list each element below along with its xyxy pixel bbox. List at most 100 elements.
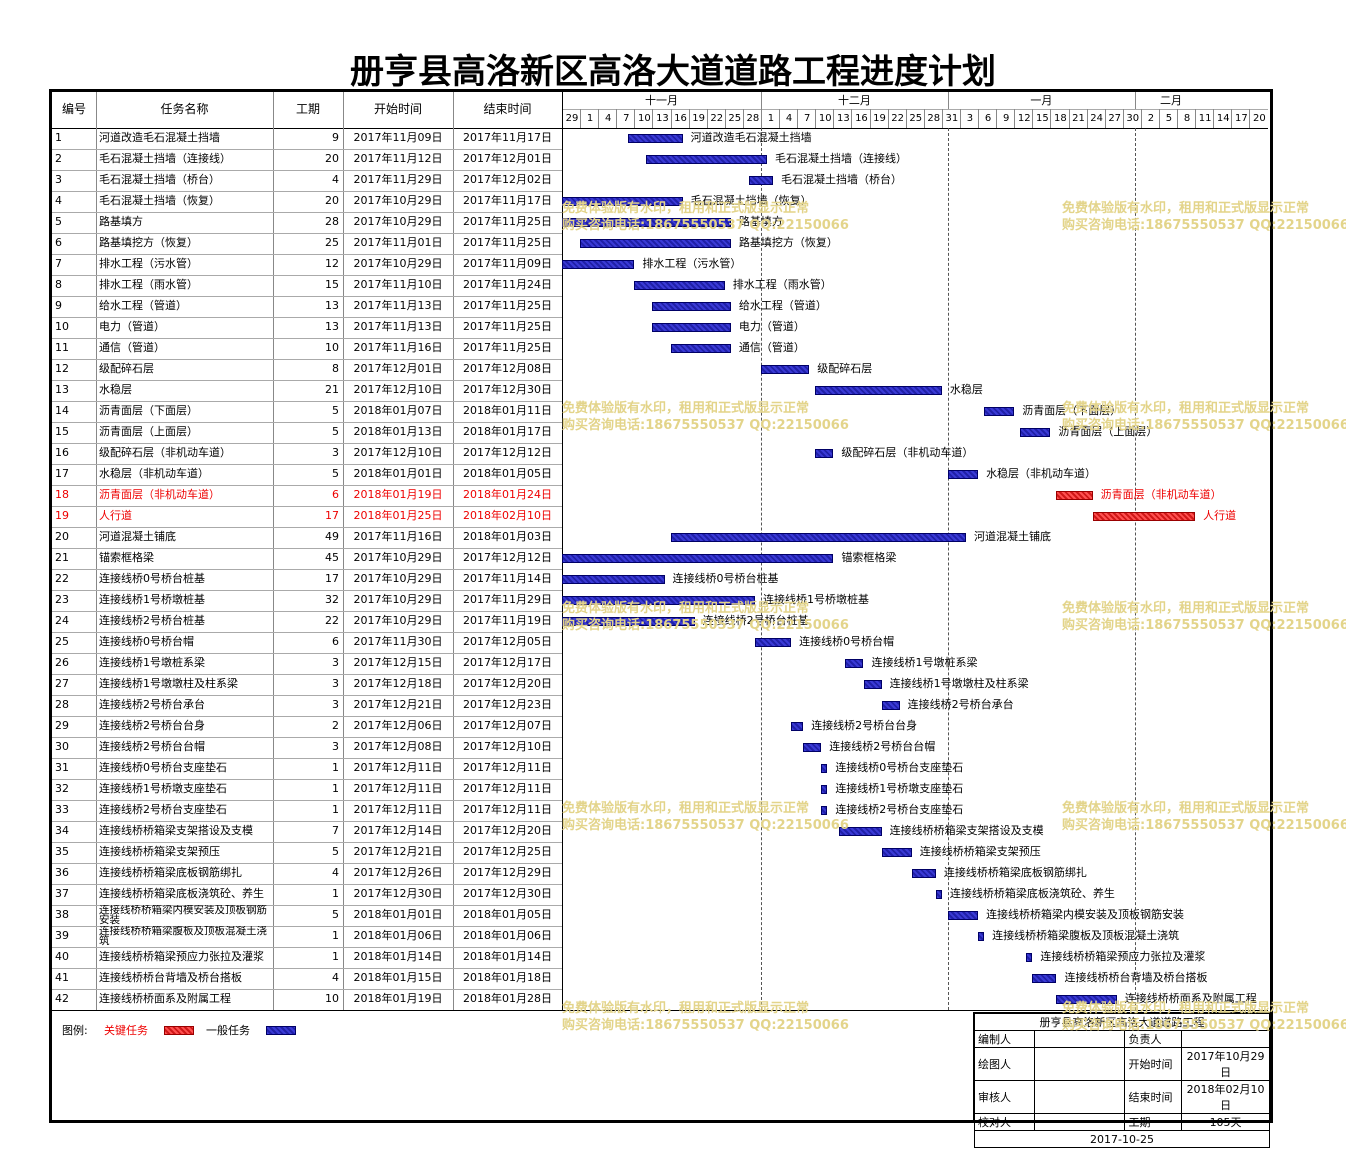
day-tick: 4 <box>785 113 793 124</box>
task-bar[interactable] <box>652 302 731 311</box>
watermark-line2: 购买咨询电话:18675550537 QQ:22150066 <box>562 818 849 833</box>
task-bar[interactable] <box>580 239 731 248</box>
task-name: 路基填挖方（恢复） <box>99 236 198 249</box>
task-name: 锚索框格梁 <box>99 551 154 564</box>
tick-divider <box>833 109 835 128</box>
task-bar-label: 连接线桥1号桥墩桩基 <box>762 593 869 606</box>
task-duration: 3 <box>332 656 339 669</box>
task-bar[interactable] <box>670 344 731 353</box>
task-end: 2018年01月11日 <box>463 404 552 417</box>
task-bar[interactable] <box>562 596 755 605</box>
task-start: 2017年12月01日 <box>353 362 443 375</box>
watermark-line1: 免费体验版有水印，租用和正式版显示正常 <box>1062 1001 1310 1016</box>
task-bar-label: 连接线桥桥箱梁内模安装及顶板钢筋安装 <box>986 908 1185 921</box>
legend-normal-text: 一般任务 <box>206 1024 250 1037</box>
task-id: 9 <box>55 299 62 312</box>
tick-divider <box>1086 109 1088 128</box>
task-duration: 2 <box>332 719 339 732</box>
row-line <box>52 737 562 738</box>
task-end: 2017年12月25日 <box>463 845 552 858</box>
tick-divider <box>996 109 998 128</box>
tick-divider <box>1068 109 1070 128</box>
task-duration: 13 <box>325 299 339 312</box>
task-id: 13 <box>55 383 69 396</box>
task-bar-label: 水稳层 <box>949 383 983 396</box>
task-bar[interactable] <box>754 638 792 647</box>
task-bar[interactable] <box>634 281 725 290</box>
watermark-line2: 购买咨询电话:18675550537 QQ:22150066 <box>562 1018 849 1033</box>
day-tick: 11 <box>1198 113 1212 124</box>
task-bar[interactable] <box>821 806 828 815</box>
task-bar[interactable] <box>628 134 683 143</box>
task-bar[interactable] <box>803 743 822 752</box>
row-line <box>52 380 562 381</box>
task-bar[interactable] <box>947 911 979 920</box>
task-end: 2017年12月30日 <box>463 887 552 900</box>
task-bar[interactable] <box>881 848 912 857</box>
task-start: 2017年12月08日 <box>353 740 443 753</box>
task-bar[interactable] <box>911 869 936 878</box>
task-start: 2018年01月14日 <box>353 950 443 963</box>
task-bar[interactable] <box>821 764 828 773</box>
task-bar[interactable] <box>815 449 834 458</box>
task-bar[interactable] <box>815 386 942 395</box>
task-bar[interactable] <box>821 785 828 794</box>
row-line <box>52 170 562 171</box>
task-id: 35 <box>55 845 69 858</box>
task-bar[interactable] <box>1026 953 1033 962</box>
legend-critical-swatch <box>164 1026 194 1035</box>
watermark-line1: 免费体验版有水印，租用和正式版显示正常 <box>562 601 810 616</box>
tick-divider <box>978 109 980 128</box>
task-id: 40 <box>55 950 69 963</box>
task-duration: 17 <box>325 572 339 585</box>
task-duration: 12 <box>325 257 339 270</box>
task-bar[interactable] <box>863 680 882 689</box>
task-name: 沥青面层（下面层） <box>99 404 198 417</box>
critical-task-bar[interactable] <box>1092 512 1196 521</box>
task-bar[interactable] <box>1032 974 1057 983</box>
task-duration: 5 <box>332 467 339 480</box>
task-bar-label: 连接线桥桥箱梁底板钢筋绑扎 <box>943 866 1087 879</box>
task-bar-label: 级配碎石层（非机动车道） <box>841 446 974 459</box>
task-bar-label: 级配碎石层 <box>817 362 873 375</box>
watermark-line1: 免费体验版有水印，租用和正式版显示正常 <box>1062 201 1310 216</box>
task-end: 2017年12月30日 <box>463 383 552 396</box>
task-bar[interactable] <box>984 407 1015 416</box>
task-bar[interactable] <box>562 617 695 626</box>
task-start: 2017年12月10日 <box>353 446 443 459</box>
task-name: 连接线桥桥箱梁底板浇筑砼、养生 <box>99 887 264 900</box>
task-duration: 8 <box>332 362 339 375</box>
day-tick: 16 <box>674 113 687 124</box>
task-bar[interactable] <box>562 554 834 563</box>
task-id: 11 <box>55 341 69 354</box>
task-bar[interactable] <box>1056 995 1117 1004</box>
task-bar[interactable] <box>845 659 864 668</box>
task-bar[interactable] <box>839 827 882 836</box>
task-bar[interactable] <box>978 932 985 941</box>
task-bar[interactable] <box>646 155 767 164</box>
task-bar[interactable] <box>748 176 774 185</box>
task-bar[interactable] <box>670 533 966 542</box>
tick-divider <box>616 109 618 128</box>
tick-divider <box>1158 109 1160 128</box>
critical-task-bar[interactable] <box>1056 491 1093 500</box>
task-bar[interactable] <box>1020 428 1051 437</box>
task-bar[interactable] <box>562 260 635 269</box>
task-bar[interactable] <box>935 890 942 899</box>
month-divider <box>760 92 762 109</box>
task-end: 2018年01月05日 <box>463 908 552 921</box>
task-bar[interactable] <box>562 197 683 206</box>
task-bar[interactable] <box>652 323 731 332</box>
task-id: 39 <box>55 929 69 942</box>
task-bar[interactable] <box>791 722 804 731</box>
day-tick: 12 <box>1017 113 1031 124</box>
task-bar[interactable] <box>562 575 665 584</box>
month-label: 二月 <box>1160 94 1183 107</box>
task-name: 河道改造毛石混凝土挡墙 <box>99 131 220 144</box>
task-bar[interactable] <box>562 218 731 227</box>
task-bar[interactable] <box>760 365 810 374</box>
task-bar[interactable] <box>881 701 900 710</box>
task-start: 2017年12月30日 <box>353 887 443 900</box>
task-bar[interactable] <box>947 470 979 479</box>
task-id: 23 <box>55 593 69 606</box>
